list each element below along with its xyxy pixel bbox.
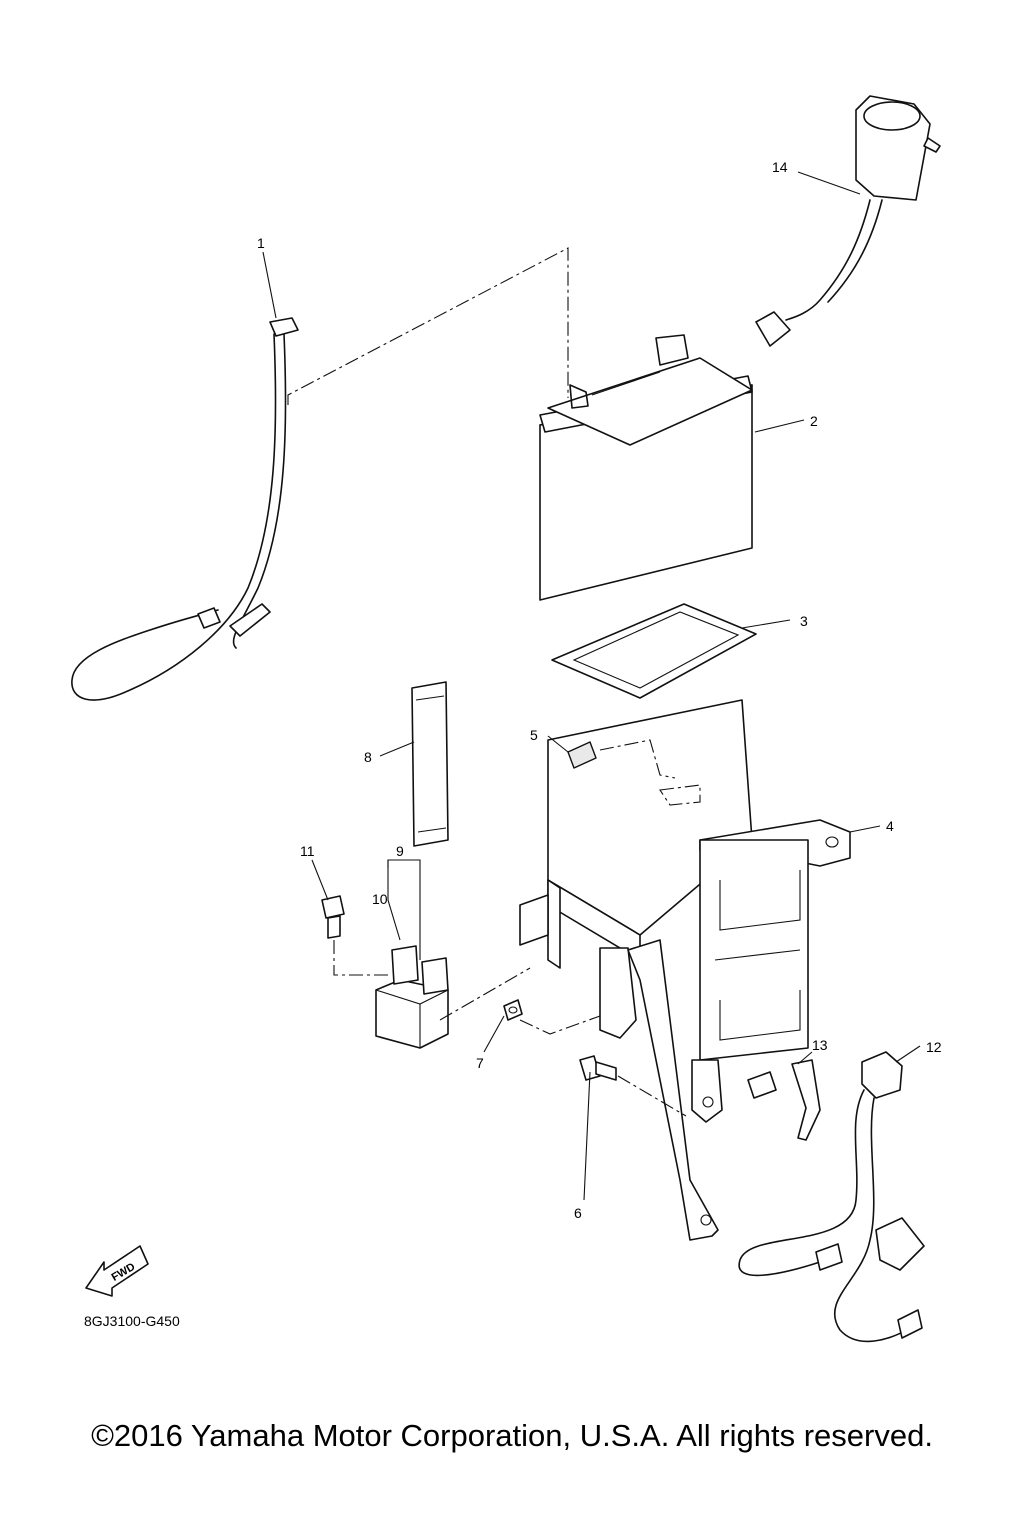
battery-lead-wire[interactable] (71, 317, 299, 701)
callout-1: 1 (257, 235, 265, 251)
callout-13: 13 (812, 1037, 828, 1053)
diagram-code: 8GJ3100-G450 (84, 1313, 180, 1329)
connector-clip[interactable] (747, 1059, 821, 1141)
battery-pad[interactable] (551, 603, 757, 699)
copyright-footer: ©2016 Yamaha Motor Corporation, U.S.A. A… (91, 1418, 933, 1453)
callout-7: 7 (476, 1055, 484, 1071)
callout-labels: 1 2 3 4 5 6 7 8 9 10 11 12 13 14 (257, 159, 942, 1221)
battery-strap[interactable] (411, 681, 449, 847)
callout-14: 14 (772, 159, 788, 175)
callout-2: 2 (810, 413, 818, 429)
dc-socket[interactable] (755, 95, 941, 347)
callout-10: 10 (372, 891, 388, 907)
callout-8: 8 (364, 749, 372, 765)
battery-box-bracket[interactable] (519, 699, 851, 1241)
callout-5: 5 (530, 727, 538, 743)
callout-9: 9 (396, 843, 404, 859)
callout-3: 3 (800, 613, 808, 629)
callout-4: 4 (886, 818, 894, 834)
battery[interactable] (539, 334, 753, 601)
callout-6: 6 (574, 1205, 582, 1221)
leader-lines (262, 171, 921, 1201)
callout-12: 12 (926, 1039, 942, 1055)
callout-11: 11 (300, 843, 315, 859)
bolt-11[interactable] (321, 895, 345, 939)
fwd-arrow-icon: FWD (85, 1245, 149, 1297)
starter-relay[interactable] (375, 945, 449, 1049)
nut-7[interactable] (503, 999, 523, 1021)
bolt-6[interactable] (579, 1055, 617, 1081)
rubber-pad[interactable] (567, 741, 597, 769)
wire-harness[interactable] (738, 1051, 925, 1343)
